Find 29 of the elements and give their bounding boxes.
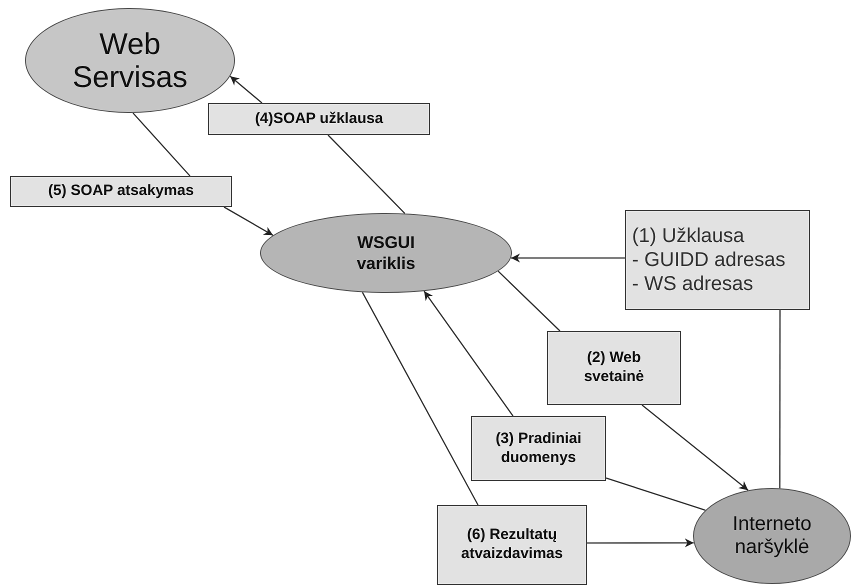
- text-box: [10, 176, 232, 207]
- arrow: [511, 254, 625, 262]
- node-text: (3) Pradiniai duomenys: [494, 430, 582, 468]
- arrow: [424, 290, 514, 416]
- text-box: [208, 103, 430, 135]
- connector-line: [498, 270, 560, 332]
- arrow: [230, 76, 262, 104]
- text-box: [471, 416, 606, 481]
- connector-line: [328, 134, 406, 214]
- node-text: Web Servisas: [71, 28, 189, 94]
- node-text: WSGUI variklis: [356, 232, 416, 274]
- node-text: (4)SOAP užklausa: [254, 110, 384, 128]
- node-text: - GUIDD adresas: [632, 248, 786, 272]
- node-text: (5) SOAP atsakymas: [47, 182, 195, 201]
- connector-line: [779, 310, 781, 488]
- node-text: - WS adresas: [632, 272, 754, 296]
- connector-line: [362, 292, 479, 506]
- connector-line: [132, 112, 190, 176]
- arrow: [224, 206, 274, 236]
- node-text: (2) Web svetainė: [582, 349, 646, 387]
- arrow: [642, 404, 748, 491]
- node-text: (1) Užklausa: [632, 224, 746, 248]
- text-box: [547, 331, 681, 405]
- text-box: [625, 210, 810, 310]
- text-box: [437, 505, 587, 585]
- connector-line: [606, 477, 706, 511]
- node-text: (6) Rezultatų atvaizdavimas: [460, 526, 564, 564]
- node-text: Interneto naršyklė: [732, 513, 812, 559]
- arrow: [587, 538, 694, 548]
